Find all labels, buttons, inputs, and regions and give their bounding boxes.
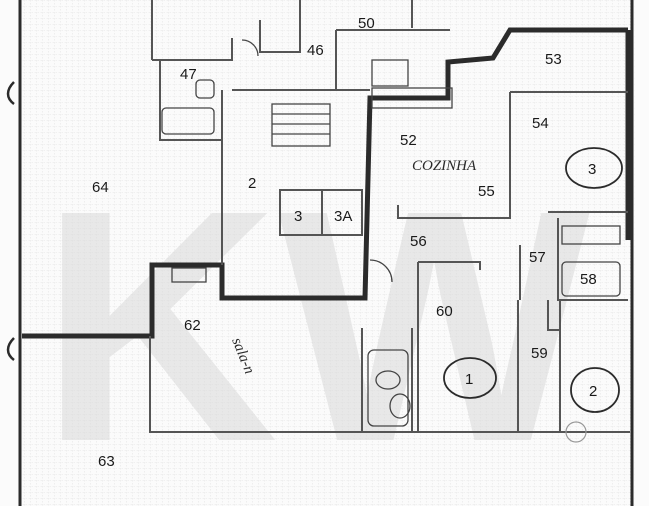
room-label-54: 54 (532, 115, 549, 132)
radiator (171, 267, 207, 283)
room-label-3a: 3A (334, 208, 352, 225)
room-label-47: 47 (180, 66, 197, 83)
circle-mark-3 (565, 147, 623, 189)
room-label-46: 46 (307, 42, 324, 59)
stair-block (271, 103, 331, 147)
room-label-56: 56 (410, 233, 427, 250)
shower-fixture (367, 349, 409, 427)
room-label-58: 58 (580, 271, 597, 288)
circle-mark-2 (570, 367, 620, 413)
watermark-text: KW (40, 141, 593, 506)
washbasin (195, 79, 215, 99)
kitchen-counter (371, 87, 453, 109)
room-label-50: 50 (358, 15, 375, 32)
washbasin-57 (561, 225, 621, 245)
thick-walls (22, 27, 631, 339)
registered-mark (565, 421, 587, 443)
bathtub (161, 107, 215, 135)
room-label-2: 2 (248, 175, 256, 192)
room-label-63: 63 (98, 453, 115, 470)
grid-texture (20, 0, 635, 506)
fixtures (161, 39, 621, 427)
circle-number-2: 2 (589, 383, 597, 400)
circle-number-3: 3 (588, 161, 596, 178)
room-label-64: 64 (92, 179, 109, 196)
circle-mark-1 (443, 357, 497, 399)
circle-marks (443, 147, 623, 443)
outer-boundary (6, 0, 634, 506)
circle-number-1: 1 (465, 371, 473, 388)
room-label-3: 3 (294, 208, 302, 225)
room-label-62: 62 (184, 317, 201, 334)
room-label-60: 60 (436, 303, 453, 320)
room-label-53: 53 (545, 51, 562, 68)
room-label-52: 52 (400, 132, 417, 149)
thin-walls (149, 0, 630, 433)
room-label-57: 57 (529, 249, 546, 266)
kitchen-label: COZINHA (412, 158, 477, 174)
room-label-59: 59 (531, 345, 548, 362)
toilet-58 (561, 261, 621, 297)
stove (371, 59, 409, 87)
room-labels: 50 46 47 53 52 54 64 2 3 3A 55 56 57 58 … (92, 15, 597, 470)
room-label-55: 55 (478, 183, 495, 200)
